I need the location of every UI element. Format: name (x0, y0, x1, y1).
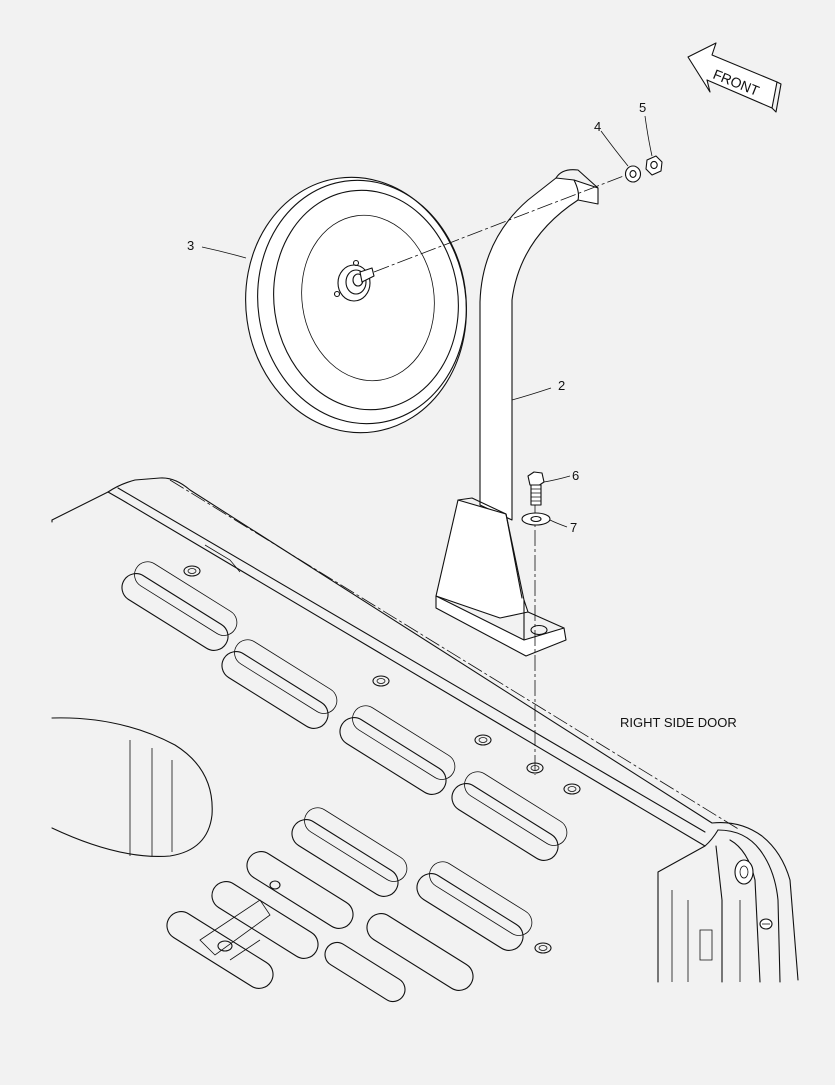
nut-5 (645, 155, 663, 176)
mount-holes (183, 565, 581, 954)
washer-7 (521, 512, 551, 526)
callout-7: 7 (570, 520, 577, 535)
leader-lines (201, 115, 653, 528)
washer-4 (624, 165, 642, 183)
callout-3: 3 (187, 238, 194, 253)
round-mirror (245, 176, 467, 434)
bolt-6 (527, 471, 545, 506)
callout-2: 2 (558, 378, 565, 393)
callout-4: 4 (594, 119, 601, 134)
vent-slots (121, 561, 568, 1003)
door-panel (51, 477, 799, 1003)
right-side-door-label: RIGHT SIDE DOOR (620, 715, 737, 730)
front-arrow: FRONT (687, 42, 782, 113)
callout-5: 5 (639, 100, 646, 115)
mirror-bracket (435, 169, 599, 657)
callout-6: 6 (572, 468, 579, 483)
